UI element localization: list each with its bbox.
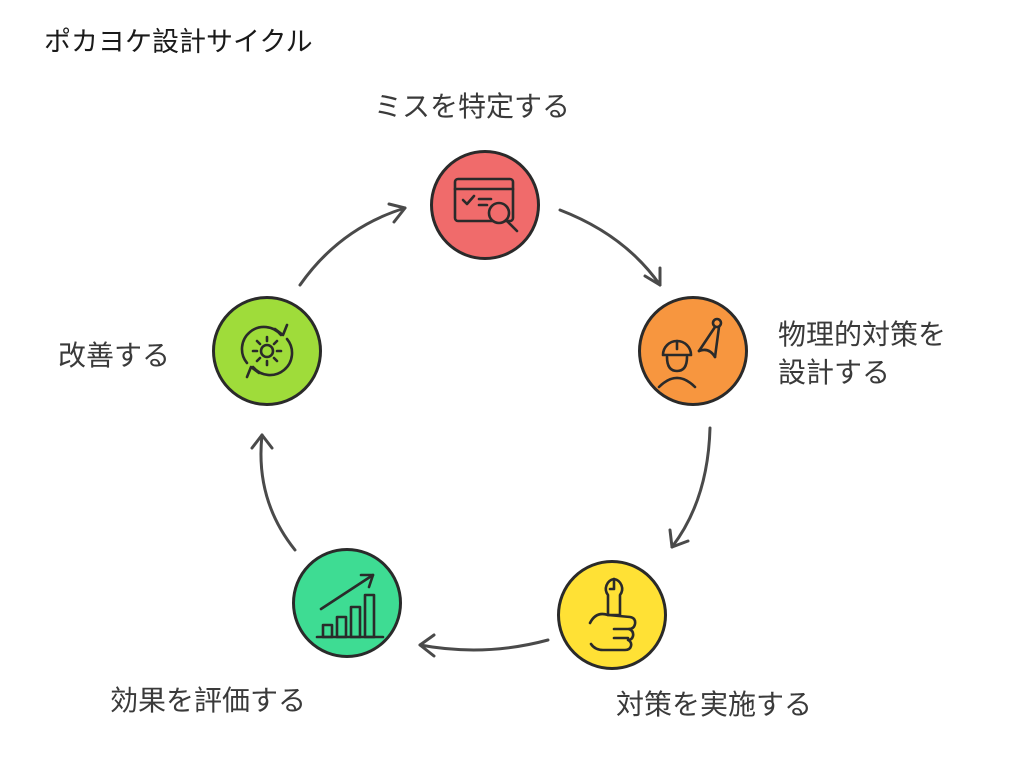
step-node-improve: [212, 296, 322, 406]
browser-search-icon: [453, 177, 519, 233]
step-node-design: [638, 296, 748, 406]
step-label-design: 物理的対策を 設計する: [778, 318, 947, 389]
step-label-implement: 対策を実施する: [616, 688, 813, 721]
diagram-title: ポカヨケ設計サイクル: [44, 27, 313, 58]
step-node-evaluate: [292, 548, 402, 658]
arrow-evaluate-to-improve: [259, 433, 297, 552]
step-label-improve: 改善する: [58, 339, 171, 372]
step-node-implement: [557, 560, 667, 670]
wrench-hand-icon: [588, 577, 637, 652]
bar-chart-growth-icon: [315, 573, 385, 639]
arrow-implement-to-evaluate: [418, 638, 550, 652]
arrow-identify-to-design: [558, 208, 662, 287]
engineer-compass-icon: [657, 317, 723, 389]
step-label-identify: ミスを特定する: [374, 90, 571, 123]
arrow-design-to-implement: [670, 426, 712, 549]
cycle-gear-icon: [240, 323, 294, 379]
step-node-identify: [430, 150, 540, 260]
step-label-evaluate: 効果を評価する: [110, 684, 307, 717]
arrow-improve-to-identify: [298, 206, 407, 287]
